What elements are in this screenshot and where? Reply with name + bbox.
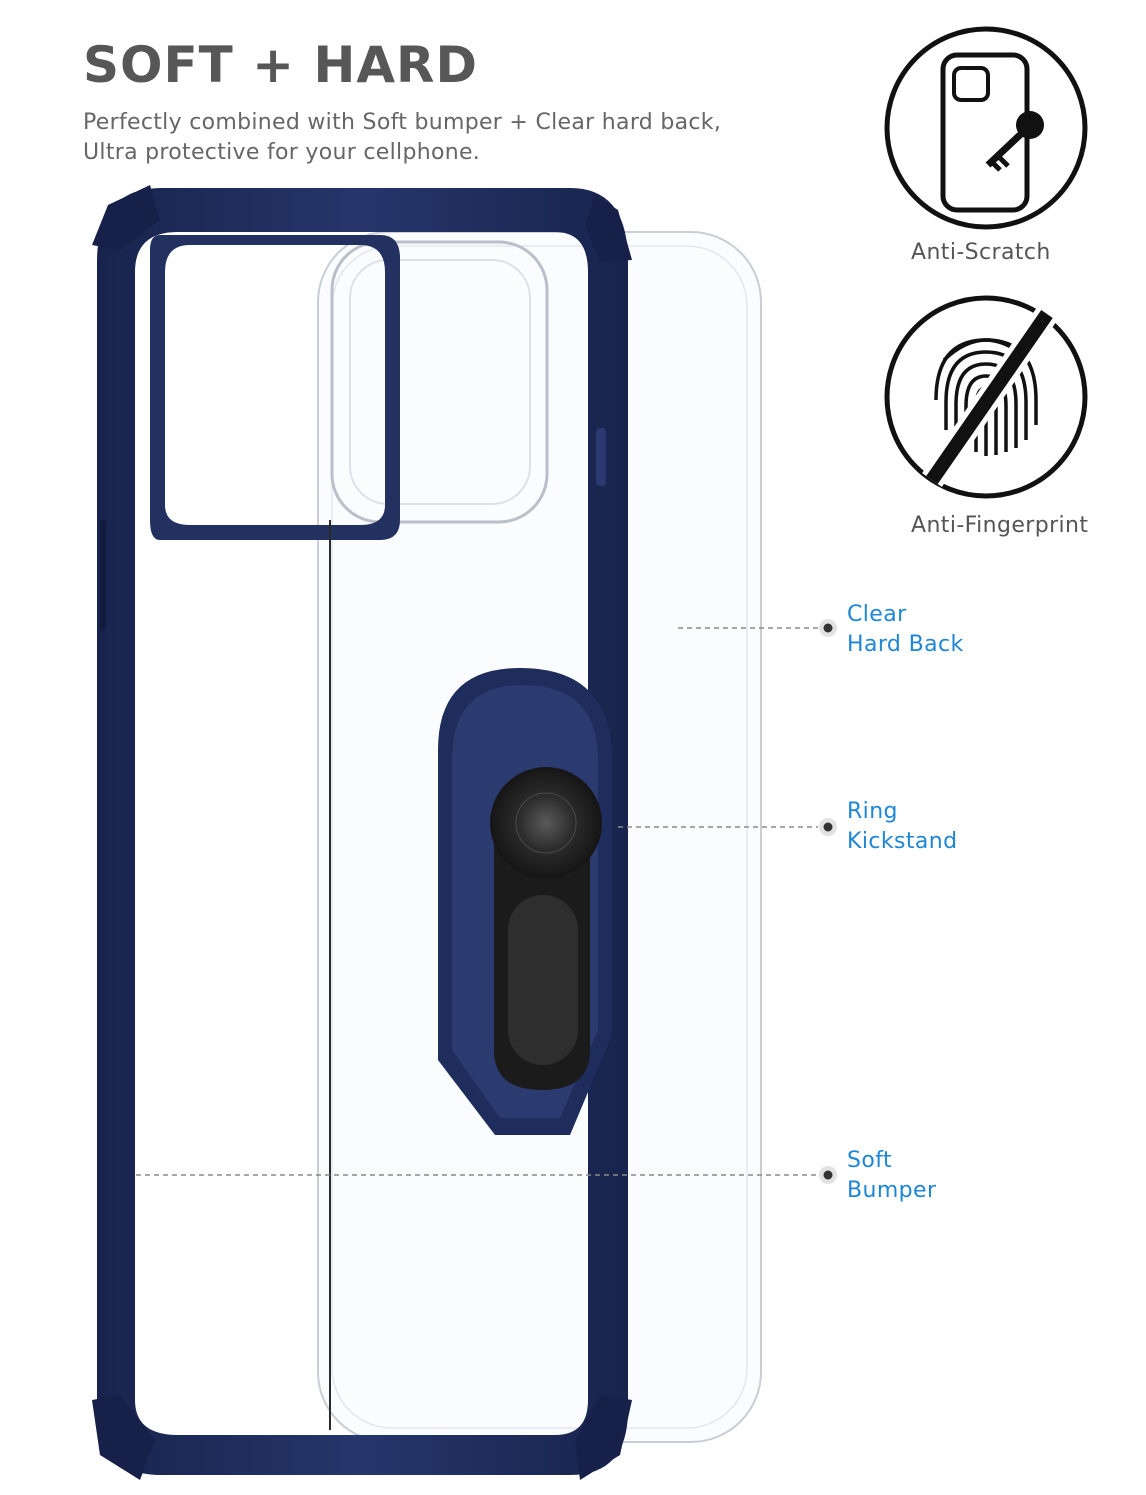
subtitle: Perfectly combined with Soft bumper + Cl… bbox=[83, 108, 803, 168]
callout-clear-hard-back: Clear Hard Back bbox=[847, 600, 1047, 660]
callout-line: Soft bbox=[847, 1148, 893, 1173]
badge-label-anti-fingerprint: Anti-Fingerprint bbox=[911, 513, 1089, 538]
ring-kickstand bbox=[438, 668, 612, 1135]
callout-line: Bumper bbox=[847, 1178, 937, 1203]
callout-ring-kickstand: Ring Kickstand bbox=[847, 797, 1047, 857]
callout-line: Clear bbox=[847, 602, 907, 627]
callout-line: Ring bbox=[847, 799, 898, 824]
callout-line: Hard Back bbox=[847, 632, 964, 657]
rotating-disc-icon bbox=[490, 767, 602, 879]
subtitle-line-1: Perfectly combined with Soft bumper + Cl… bbox=[83, 110, 722, 135]
callout-soft-bumper: Soft Bumper bbox=[847, 1146, 1047, 1206]
badge-label-anti-scratch: Anti-Scratch bbox=[911, 240, 1051, 265]
callout-leaders bbox=[136, 627, 818, 1176]
callout-line: Kickstand bbox=[847, 829, 958, 854]
subtitle-line-2: Ultra protective for your cellphone. bbox=[83, 140, 481, 165]
fingerprint-crossed-icon bbox=[884, 295, 1088, 499]
phone-key-icon bbox=[884, 26, 1088, 230]
callout-dots bbox=[819, 619, 837, 1184]
soft-bumper-frame bbox=[92, 185, 632, 1480]
page-title: SOFT + HARD bbox=[83, 36, 479, 94]
